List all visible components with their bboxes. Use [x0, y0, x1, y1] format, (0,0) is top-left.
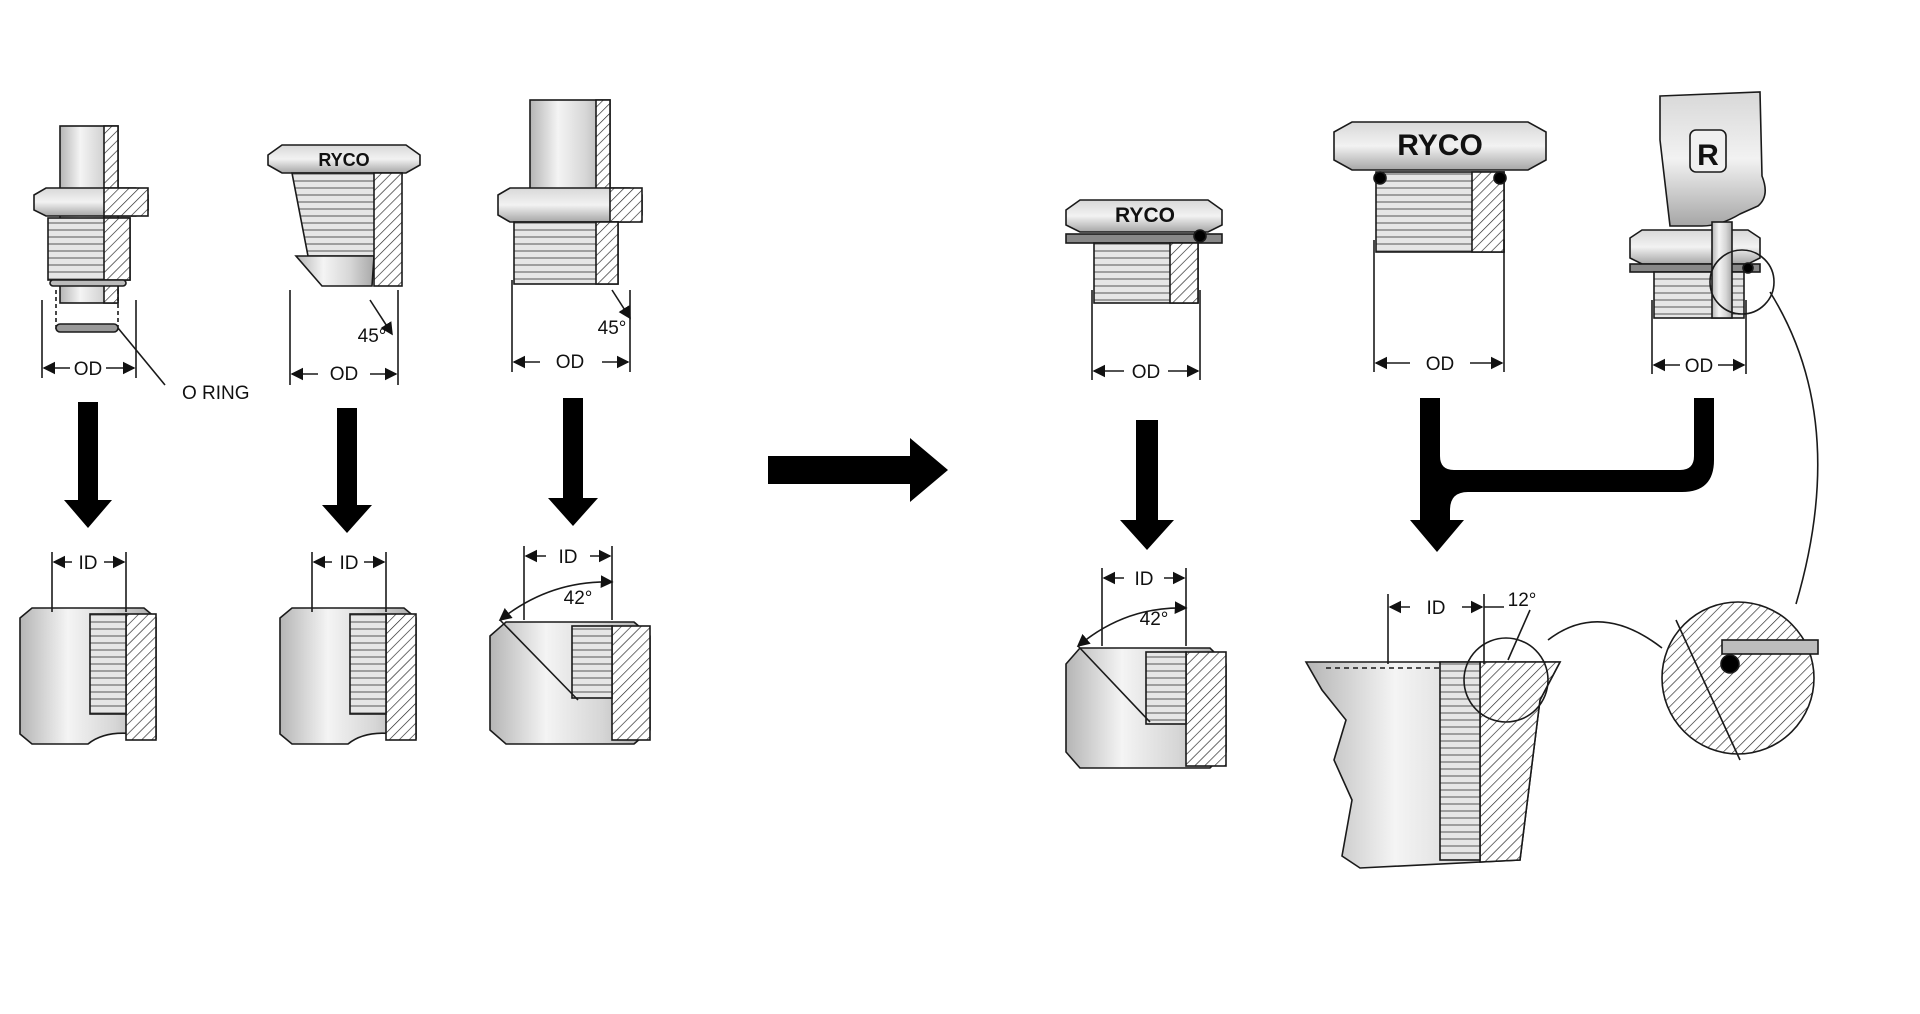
down-arrow — [322, 408, 372, 533]
male-metric-plug — [1333, 121, 1547, 372]
male-elbow-fitting — [1629, 91, 1775, 374]
id-label-3: ID — [559, 547, 578, 568]
brand-label-2: RYCO — [1115, 204, 1175, 227]
female-port-1 — [19, 552, 157, 745]
logo-letter: R — [1697, 139, 1719, 172]
female-port-5 — [1304, 594, 1562, 869]
id-label-1: ID — [79, 553, 98, 574]
down-arrow — [548, 398, 598, 526]
brand-label-3: RYCO — [1397, 129, 1483, 162]
down-arrow — [64, 402, 112, 528]
id-label-2: ID — [340, 553, 359, 574]
male-jic-tube-fitting — [497, 99, 643, 372]
od-label-3: OD — [556, 352, 585, 373]
angle-45-label-1: 45° — [358, 326, 387, 347]
angle-42-label-1: 42° — [564, 588, 593, 609]
male-npt-plug — [267, 144, 421, 385]
male-oring-boss-fitting — [33, 125, 166, 386]
od-label-6: OD — [1685, 356, 1714, 377]
merge-arrow — [1410, 398, 1714, 552]
od-label-2: OD — [330, 364, 359, 385]
down-arrow — [1120, 420, 1174, 550]
od-label-1: OD — [74, 359, 103, 380]
id-label-5: ID — [1427, 598, 1446, 619]
female-port-2 — [279, 552, 417, 745]
id-label-4: ID — [1135, 569, 1154, 590]
brand-label-1: RYCO — [318, 150, 369, 170]
o-ring-label: O RING — [182, 383, 250, 404]
detail-magnifier — [1547, 291, 1819, 761]
female-port-3 — [489, 546, 651, 745]
angle-42-label-2: 42° — [1140, 609, 1169, 630]
angle-45-label-2: 45° — [598, 318, 627, 339]
angle-12-label: 12° — [1508, 590, 1537, 611]
od-label-5: OD — [1426, 354, 1455, 375]
od-label-4: OD — [1132, 362, 1161, 383]
fitting-to-port-arrow — [768, 438, 948, 502]
female-port-4 — [1065, 568, 1227, 769]
male-bsp-plug — [1065, 199, 1223, 380]
